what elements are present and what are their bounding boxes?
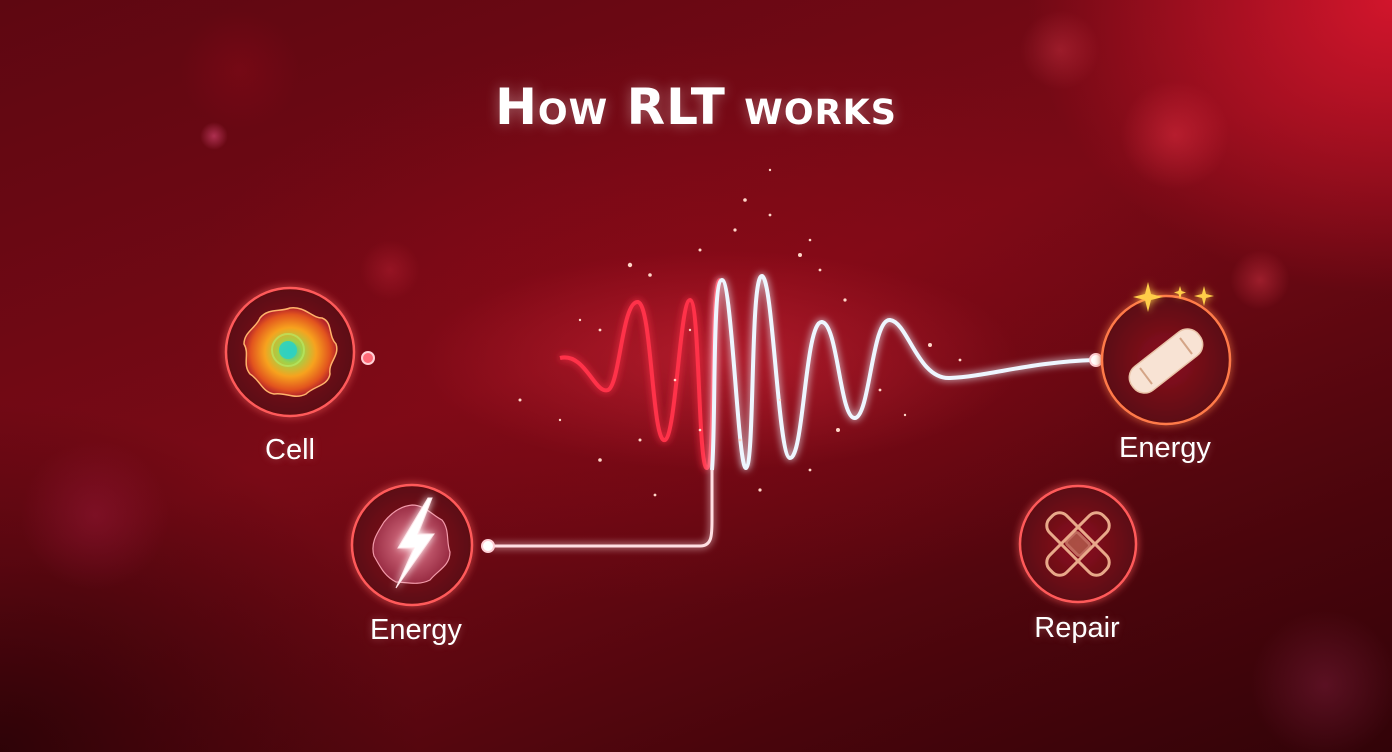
energy-label-left: Energy [370,614,462,646]
energy-node-left [350,483,474,607]
wave-glow [420,250,1020,470]
diagram-title: How RLT works [495,78,897,136]
bandage-icon [1128,328,1204,394]
sparkles [518,168,962,497]
lightning-cell-icon [372,497,451,589]
connector-dot [481,539,495,553]
sparkle-icon [1133,282,1214,312]
cell-node [224,286,356,418]
energy-node-right [1100,282,1232,426]
white-light-wave [710,273,1096,471]
red-light-wave [559,278,722,471]
cell-icon [243,307,338,397]
cell-label: Cell [265,434,315,466]
connector-line [488,470,714,548]
repair-label: Repair [1034,612,1120,644]
energy-label-right: Energy [1119,432,1211,464]
crossed-bandage-icon [1045,511,1111,577]
connector-dot [361,351,375,365]
repair-node [1018,484,1138,604]
connector-dot [1089,353,1103,367]
